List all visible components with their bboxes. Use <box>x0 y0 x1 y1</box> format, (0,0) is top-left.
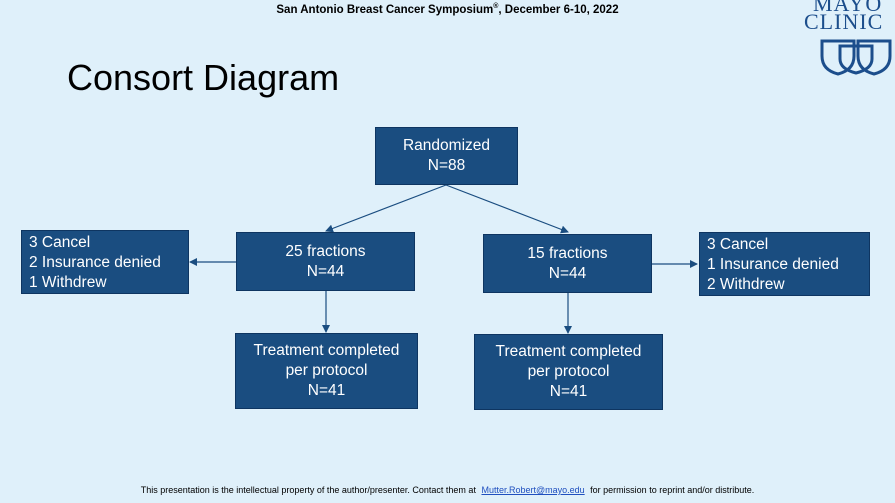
copyright-footer: This presentation is the intellectual pr… <box>0 484 895 496</box>
excluded-left-insurance: 2 Insurance denied <box>29 254 161 271</box>
contact-email-link[interactable]: Mutter.Robert@mayo.edu <box>481 485 585 495</box>
logo-text-line1: MAYO <box>813 0 883 16</box>
completed-left-line2: per protocol <box>285 362 368 379</box>
arm-left-box: 25 fractions N=44 <box>236 232 415 291</box>
completed-right-count: N=41 <box>549 383 588 400</box>
arm-left-label: 25 fractions <box>285 242 366 260</box>
arm-right-count: N=44 <box>548 264 587 282</box>
completed-left-box: Treatment completed per protocol N=41 <box>235 333 418 409</box>
excluded-left-withdrew: 1 Withdrew <box>29 274 107 291</box>
randomized-box: Randomized N=88 <box>375 127 518 185</box>
excluded-left-cancel: 3 Cancel <box>29 234 91 251</box>
footer-text-after: for permission to reprint and/or distrib… <box>590 485 755 495</box>
arrow-randomized-to-left-arm <box>325 184 447 233</box>
completed-right-line1: Treatment completed <box>495 343 642 360</box>
excluded-right-box: 3 Cancel 1 Insurance denied 2 Withdrew <box>699 232 870 296</box>
excluded-right-cancel: 3 Cancel <box>707 236 769 253</box>
mayo-shields-icon <box>820 39 892 76</box>
excluded-left-box: 3 Cancel 2 Insurance denied 1 Withdrew <box>21 230 189 294</box>
excluded-right-insurance: 1 Insurance denied <box>707 256 839 273</box>
randomized-count: N=88 <box>427 157 466 174</box>
logo-text-line2: CLINIC <box>804 9 884 34</box>
arrow-randomized-to-right-arm <box>445 184 569 234</box>
footer-text-before: This presentation is the intellectual pr… <box>140 485 476 495</box>
conference-header: San Antonio Breast Cancer Symposium®, De… <box>0 0 895 17</box>
arm-left-count: N=44 <box>306 262 345 280</box>
completed-right-box: Treatment completed per protocol N=41 <box>474 334 663 410</box>
excluded-right-withdrew: 2 Withdrew <box>707 276 785 293</box>
registered-mark: ® <box>493 3 499 10</box>
randomized-label: Randomized <box>402 137 491 154</box>
completed-right-line2: per protocol <box>527 363 610 380</box>
arm-right-box: 15 fractions N=44 <box>483 234 652 293</box>
completed-left-count: N=41 <box>307 382 346 399</box>
mayo-clinic-logo: MAYO CLINIC <box>800 0 895 87</box>
completed-left-line1: Treatment completed <box>253 342 400 359</box>
conference-name: San Antonio Breast Cancer Symposium <box>276 3 494 16</box>
arm-right-label: 15 fractions <box>527 244 608 262</box>
slide-title: Consort Diagram <box>67 57 340 98</box>
conference-dates: , December 6-10, 2022 <box>498 3 619 16</box>
